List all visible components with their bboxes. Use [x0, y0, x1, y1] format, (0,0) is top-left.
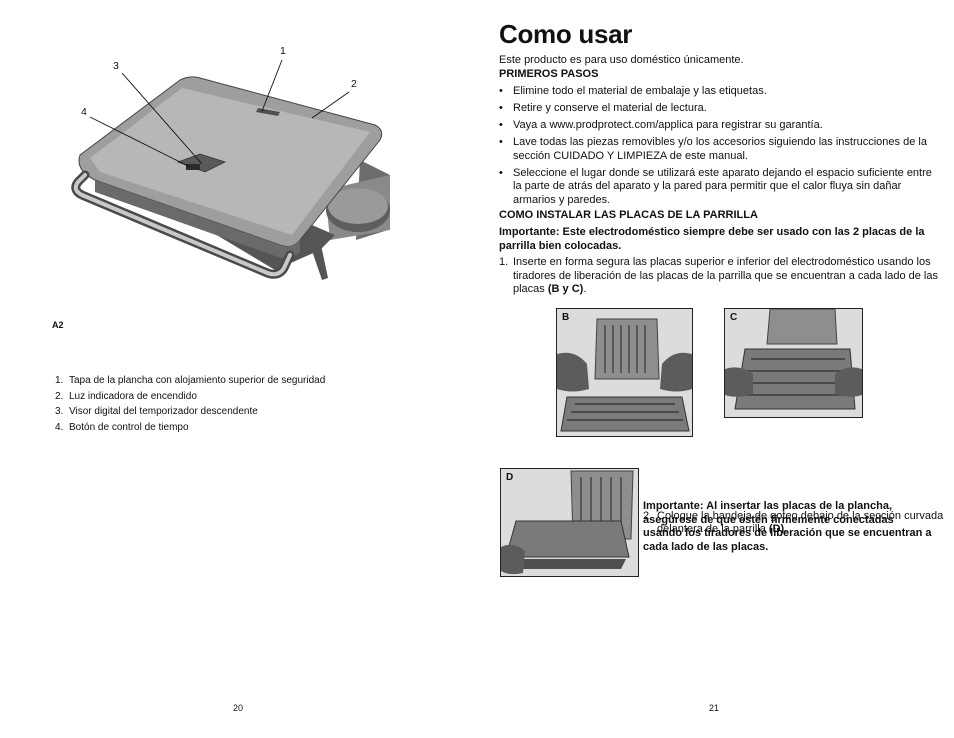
parts-list-item: 2.Luz indicadora de encendido — [55, 390, 197, 402]
callout-3: 3 — [113, 60, 119, 72]
grill-plate-photo-b — [557, 309, 692, 436]
parts-list-item: 4.Botón de control de tiempo — [55, 421, 189, 433]
grill-illustration — [71, 59, 390, 280]
callout-4: 4 — [81, 106, 87, 118]
photo-d: D — [500, 468, 639, 577]
photo-b-label: B — [562, 312, 570, 323]
first-steps-list: •Elimine todo el material de embalaje y … — [499, 85, 934, 211]
first-steps-item: •Elimine todo el material de embalaje y … — [499, 85, 767, 97]
photo-c: C — [724, 308, 863, 418]
photo-c-label: C — [730, 312, 738, 323]
first-steps-item: •Seleccione el lugar donde se utilizará … — [499, 166, 932, 206]
page-number-left: 20 — [233, 703, 244, 713]
drip-tray-photo-d — [501, 469, 638, 576]
parts-list-item: 3.Visor digital del temporizador descend… — [55, 406, 258, 417]
first-steps-item: •Lave todas las piezas removibles y/o lo… — [499, 136, 927, 162]
install-step-2: 2.Coloque la bandeja de goteo debajo de … — [643, 509, 944, 536]
install-step-1: 1.Inserte en forma segura las placas sup… — [499, 256, 938, 295]
page-number-right: 21 — [709, 703, 720, 713]
grill-plate-photo-c — [725, 309, 862, 417]
callout-1: 1 — [280, 45, 286, 57]
first-steps-item: •Vaya a www.prodprotect.com/applica para… — [499, 119, 823, 131]
page-title: Como usar — [499, 19, 633, 49]
intro-text: Este producto es para uso doméstico únic… — [499, 54, 744, 66]
install-heading: COMO INSTALAR LAS PLACAS DE LA PARRILLA — [499, 209, 758, 221]
parts-list: 1.Tapa de la plancha con alojamiento sup… — [55, 374, 435, 436]
important-note-1: Importante: Este electrodoméstico siempr… — [499, 226, 925, 252]
first-steps-item: •Retire y conserve el material de lectur… — [499, 102, 707, 114]
figure-label: A2 — [52, 320, 64, 330]
parts-list-item: 1.Tapa de la plancha con alojamiento sup… — [55, 375, 326, 386]
important-note-2: Importante: Al insertar las placas de la… — [643, 500, 932, 553]
photo-b: B — [556, 308, 693, 437]
right-page: Como usar Este producto es para uso domé… — [0, 0, 954, 713]
callout-2: 2 — [351, 78, 357, 90]
first-steps-heading: PRIMEROS PASOS — [499, 68, 599, 80]
photo-d-label: D — [506, 472, 514, 483]
